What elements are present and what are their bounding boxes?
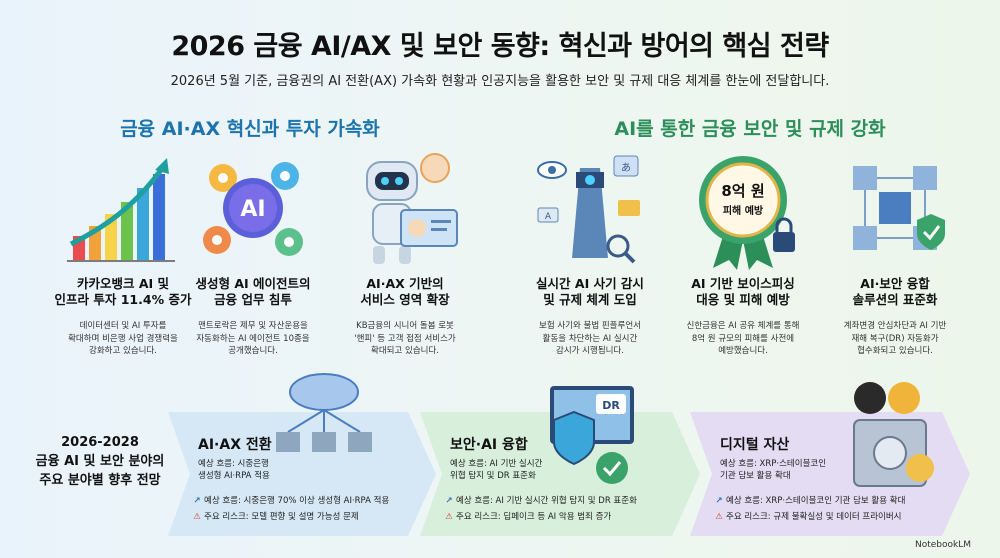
trend-up-icon: ↗	[445, 496, 453, 506]
award-badge-icon: 8억 원 피해 예방	[683, 148, 803, 270]
growth-chart-icon	[63, 148, 183, 270]
robot-icon	[345, 148, 465, 270]
page-title: 2026 금융 AI/AX 및 보안 동향: 혁신과 방어의 핵심 전략	[171, 31, 829, 62]
notebooklm-watermark: NotebookLM	[915, 540, 972, 550]
crypto-safe-icon	[853, 382, 934, 487]
trend-up-icon: ↗	[715, 496, 723, 506]
ai-gears-icon: AI	[193, 148, 313, 270]
brain-network-icon	[276, 373, 372, 452]
phase-title: 보안·AI 융합	[450, 437, 528, 453]
phase-title: AI·AX 전환	[198, 437, 272, 453]
phase-risk: ⚠주요 리스크: 딥페이크 등 AI 악용 범죄 증가	[442, 510, 611, 522]
warning-icon: ⚠	[193, 512, 201, 522]
surveillance-tower-icon: あ A	[530, 148, 650, 270]
network-cubes-icon	[835, 148, 955, 270]
phase-risk: ⚠주요 리스크: 규제 불확실성 및 데이터 프라이버시	[712, 510, 901, 522]
phase-trend: ↗예상 흐름: XRP·스테이블코인 기관 담보 활용 확대	[712, 494, 905, 506]
page-subtitle: 2026년 5월 기준, 금융권의 AI 전환(AX) 가속화 현황과 인공지능…	[170, 74, 830, 89]
dr-label: DR	[602, 399, 620, 412]
dr-shield-monitor-icon: DR	[550, 386, 634, 484]
badge-caption: 피해 예방	[723, 204, 764, 217]
phase-trend: ↗예상 흐름: AI 기반 실시간 위협 탐지 및 DR 표준화	[442, 494, 636, 506]
timeline-heading: 2026-2028 금융 AI 및 보안 분야의 주요 분야별 향후 전망	[35, 435, 165, 488]
phase-title: 디지털 자산	[720, 437, 790, 453]
warning-icon: ⚠	[715, 512, 723, 522]
section-title-security: AI를 통한 금융 보안 및 규제 강화	[614, 118, 886, 140]
language-icon-label: A	[545, 212, 552, 222]
phase-risk: ⚠주요 리스크: 모델 편향 및 설명 가능성 문제	[190, 510, 359, 522]
warning-icon: ⚠	[445, 512, 453, 522]
ai-chip-label: AI	[240, 197, 265, 222]
phase-trend: ↗예상 흐름: 시중은행 70% 이상 생성형 AI·RPA 적용	[190, 494, 389, 506]
trend-up-icon: ↗	[193, 496, 201, 506]
section-title-innovation: 금융 AI·AX 혁신과 투자 가속화	[120, 118, 380, 140]
language-icon-label: あ	[621, 162, 631, 174]
badge-amount: 8억 원	[721, 182, 764, 200]
